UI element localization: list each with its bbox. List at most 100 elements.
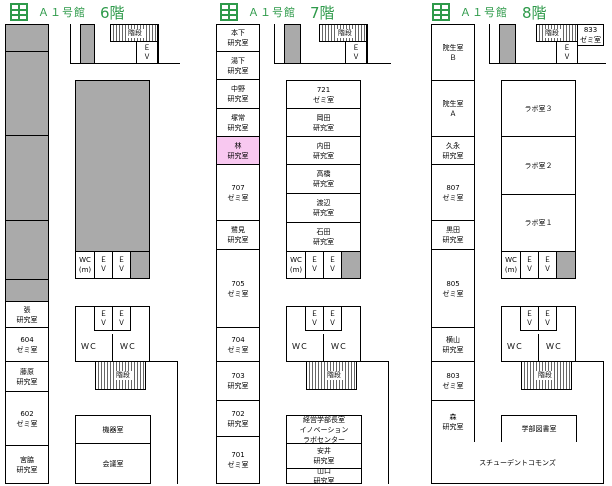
wc-small: WC (m): [501, 251, 521, 279]
floor-label: 8階: [522, 3, 547, 22]
lab-room-3: ラボ室３: [501, 80, 576, 137]
stairs-label: 階段: [536, 371, 554, 380]
room-nakano-lab: 中野 研究室: [216, 79, 260, 109]
building-icon: [432, 3, 450, 21]
gray-block: [499, 24, 516, 64]
seminar-807: 807 ゼミ室: [431, 164, 475, 221]
seminar-602: 602 ゼミ室: [5, 391, 49, 446]
room-kuroda-lab: 黒田 研究室: [431, 220, 475, 250]
meeting-room: 会議室: [75, 443, 151, 484]
wc-label: ＷＣ: [331, 342, 347, 351]
seminar-705: 705 ゼミ室: [216, 249, 260, 328]
building-icon: [10, 3, 28, 21]
gray-block: [556, 251, 576, 279]
room-uchida-lab: 内田 研究室: [286, 136, 361, 165]
wc-label: ＷＣ: [292, 342, 308, 351]
gray-block: [5, 51, 49, 136]
room-takahashi-lab: 高橋 研究室: [286, 164, 361, 194]
room-mori-lab: 森 研究室: [431, 400, 475, 443]
wc-label: ＷＣ: [507, 342, 523, 351]
seminar-704: 704 ゼミ室: [216, 327, 260, 362]
floor-6f-plan: 張 研究室 604 ゼミ室 藤原 研究室 602 ゼミ室 宮脇 研究室 階段 Ｅ…: [5, 24, 180, 484]
room-fujiwara-lab: 藤原 研究室: [5, 361, 49, 392]
gray-block: [284, 24, 301, 64]
grad-room-a: 院生室 Ａ: [431, 80, 475, 137]
floor-8f-plan: 院生室 Ｂ 院生室 Ａ 久永 研究室 807 ゼミ室 黒田 研究室 805 ゼミ…: [431, 24, 606, 484]
wc-label: ＷＣ: [81, 342, 97, 351]
seminar-721: 721 ゼミ室: [286, 80, 361, 109]
gray-block: [341, 251, 361, 279]
wc-small: WC (m): [286, 251, 306, 279]
room-kunaga-lab: 久永 研究室: [431, 136, 475, 165]
gray-block: [130, 251, 150, 279]
room-833: 833 ゼミ室: [577, 24, 604, 46]
machine-room: 機器室: [75, 415, 151, 444]
gray-block: [5, 135, 49, 221]
room-sagimi-lab: 鷺見 研究室: [216, 220, 260, 250]
floor-label: 6階: [100, 3, 125, 22]
gray-block: [75, 80, 150, 252]
panel-8f-title: Ａ１号館 8階: [432, 2, 547, 22]
stairs-label: 階段: [325, 371, 343, 380]
room-okada-lab: 岡田 研究室: [286, 108, 361, 137]
lab-room-1: ラボ室１: [501, 194, 576, 252]
room-yushita-lab: 湯下 研究室: [216, 51, 260, 80]
stairs-label: 階段: [543, 29, 561, 38]
room-hayashi-lab-highlight: 林 研究室: [216, 136, 260, 165]
building-name: Ａ１号館: [38, 6, 86, 19]
room-yamaguchi-lab: 山口 研究室: [286, 468, 362, 484]
floor-7f-plan: 本下 研究室 湯下 研究室 中野 研究室 塚常 研究室 林 研究室 707 ゼミ…: [216, 24, 391, 484]
room-zhang-lab: 張 研究室: [5, 301, 49, 328]
student-commons: スチューデントコモンズ: [431, 442, 604, 484]
faculty-library: 学部図書室: [501, 415, 577, 443]
building-name: Ａ１号館: [460, 6, 508, 19]
building-icon: [220, 3, 238, 21]
stairs-label: 階段: [114, 371, 132, 380]
gray-block: [5, 220, 49, 280]
grad-room-b: 院生室 Ｂ: [431, 24, 475, 81]
room-yokoyama-lab: 横山 研究室: [431, 327, 475, 362]
room-miyawaki-lab: 宮脇 研究室: [5, 445, 49, 484]
room-703-lab: 703 研究室: [216, 361, 260, 401]
building-name: Ａ１号館: [248, 6, 296, 19]
seminar-701: 701 ゼミ室: [216, 436, 260, 484]
lab-room-2: ラボ室２: [501, 136, 576, 195]
seminar-604: 604 ゼミ室: [5, 327, 49, 362]
seminar-805: 805 ゼミ室: [431, 249, 475, 328]
wc-label: ＷＣ: [120, 342, 136, 351]
room-702-lab: 702 研究室: [216, 400, 260, 437]
room-ishida-lab: 石田 研究室: [286, 222, 361, 252]
stairs-label: 階段: [126, 29, 144, 38]
wc-small: WC (m): [75, 251, 95, 279]
innovation-center: 経営学部長室 イノベーション ラボセンター: [286, 415, 362, 444]
panel-7f-title: Ａ１号館 7階: [220, 2, 335, 22]
seminar-803: 803 ゼミ室: [431, 361, 475, 401]
wc-label: ＷＣ: [546, 342, 562, 351]
stairs-label: 階段: [336, 29, 354, 38]
room-motoshita-lab: 本下 研究室: [216, 24, 260, 52]
seminar-707: 707 ゼミ室: [216, 164, 260, 221]
gray-block: [5, 24, 49, 52]
panel-6f-title: Ａ１号館 6階: [10, 2, 125, 22]
room-tsukatsune-lab: 塚常 研究室: [216, 108, 260, 137]
room-watanabe-lab: 渡辺 研究室: [286, 193, 361, 223]
gray-block: [5, 279, 49, 302]
room-yasui-lab: 安井 研究室: [286, 443, 362, 469]
floor-label: 7階: [310, 3, 335, 22]
